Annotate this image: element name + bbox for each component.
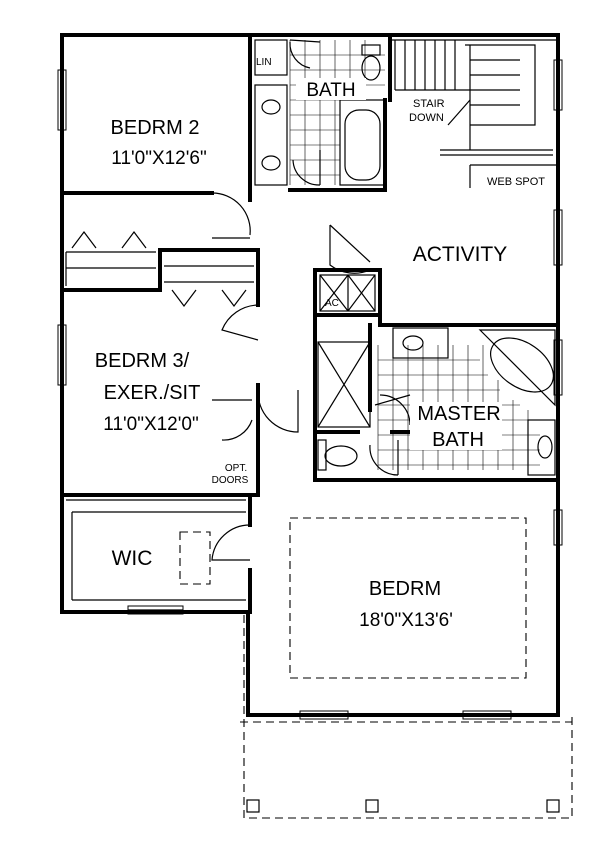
closets [65, 231, 254, 601]
bedroom-ceiling-outline [289, 517, 527, 679]
stair-label-1: STAIR [413, 98, 445, 110]
stair-label-2: DOWN [409, 112, 444, 124]
ac-unit [319, 274, 376, 312]
bath-label-bg [296, 78, 366, 100]
exterior-walls [60, 33, 560, 717]
bedrm-name: BEDRM [369, 578, 441, 600]
web-spot-label: WEB SPOT [487, 176, 545, 188]
master-bath-line1: MASTER [417, 403, 500, 425]
bedrm3-size: 11'0"X12'0" [103, 414, 198, 435]
doors [211, 39, 411, 561]
master-bath-line2: BATH [432, 429, 484, 451]
bath-label: BATH [306, 80, 355, 101]
lin-label: LIN [256, 57, 272, 68]
wic-label: WIC [112, 547, 153, 570]
opt-doors-label-1: OPT. [225, 463, 247, 474]
bath-tile-grid [289, 40, 385, 185]
master-bath-fixtures [317, 327, 556, 476]
activity-label: ACTIVITY [413, 243, 508, 266]
bath-fixtures [254, 39, 386, 186]
opt-doors-label-2: DOORS [212, 475, 249, 486]
stairs [390, 39, 558, 188]
bedrm2-name: BEDRM 2 [111, 117, 200, 139]
bedrm3-line1: BEDRM 3/ [95, 350, 190, 372]
porch [240, 615, 573, 819]
master-bath-label-bg [410, 402, 502, 450]
ac-label: AC [325, 298, 339, 309]
bedrm-size: 18'0"X13'6' [359, 610, 453, 631]
bedrm2-size: 11'0"X12'6" [111, 148, 206, 169]
bedrm3-line2: EXER./SIT [104, 382, 201, 404]
